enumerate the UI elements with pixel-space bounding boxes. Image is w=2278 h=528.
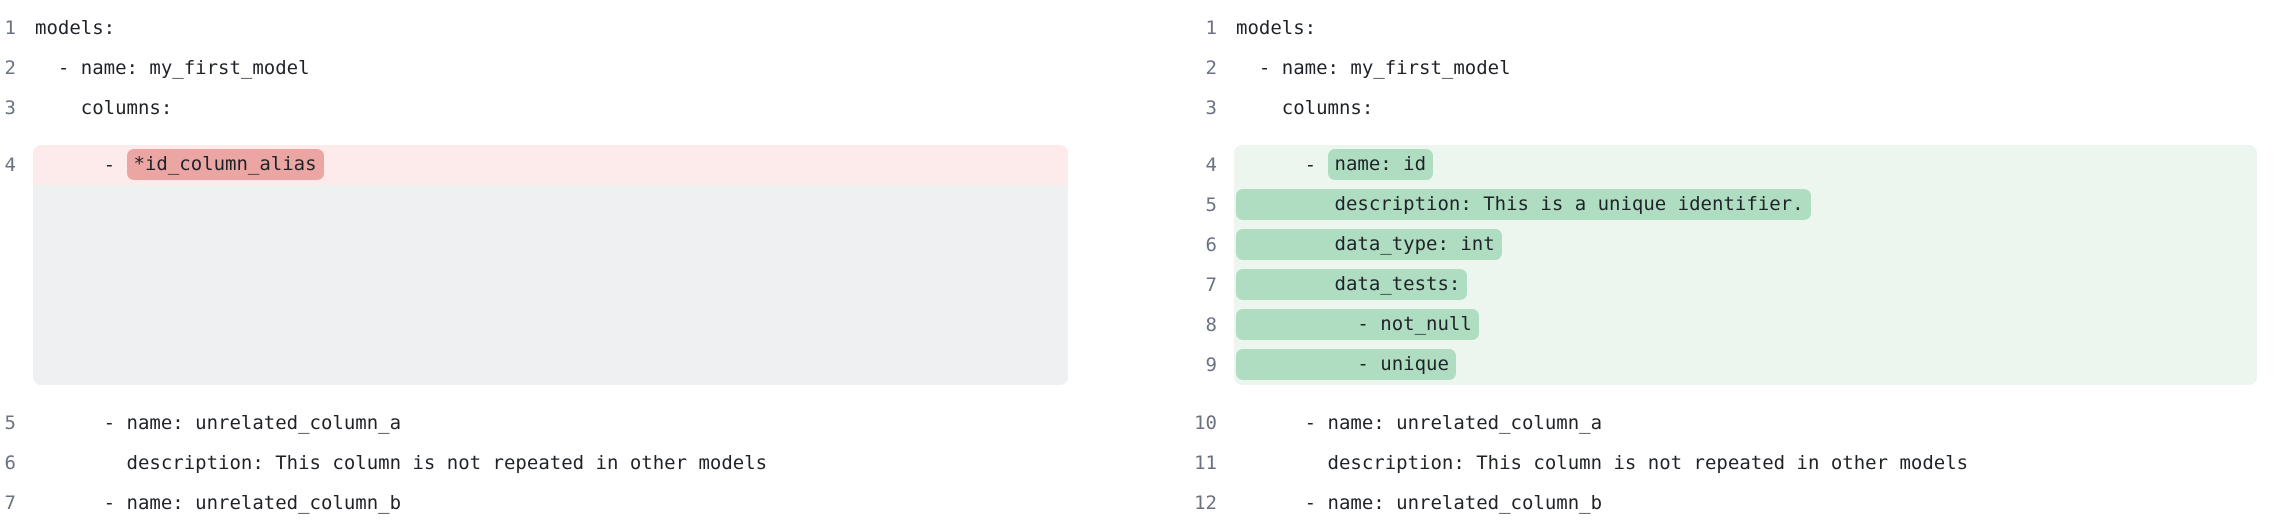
code-line: 4 - *id_column_alias bbox=[0, 145, 1139, 185]
code-line: 9 - unique bbox=[1139, 345, 2278, 385]
code-text: - *id_column_alias bbox=[33, 145, 1068, 185]
line-number: 12 bbox=[1194, 492, 1217, 514]
line-number: 11 bbox=[1194, 452, 1217, 474]
code-text: columns: bbox=[1236, 97, 1374, 119]
code-line: 3 columns: bbox=[1139, 88, 2278, 128]
line-number: 5 bbox=[1205, 194, 1217, 216]
code-line: 7 - name: unrelated_column_b bbox=[0, 483, 1139, 523]
line-number: 5 bbox=[4, 412, 16, 434]
line-number: 3 bbox=[1205, 97, 1217, 119]
code-line: 1 models: bbox=[0, 8, 1139, 48]
code-text: - name: unrelated_column_a bbox=[35, 412, 402, 434]
line-number: 6 bbox=[4, 452, 16, 474]
code-text: description: This column is not repeated… bbox=[35, 452, 768, 474]
line-number: 1 bbox=[1205, 17, 1217, 39]
line-number: 7 bbox=[1205, 274, 1217, 296]
line-number: 4 bbox=[1205, 154, 1217, 176]
line-number bbox=[0, 185, 16, 385]
code-text: - name: my_first_model bbox=[35, 57, 310, 79]
code-text: - name: unrelated_column_a bbox=[1236, 412, 1603, 434]
code-line: 11 description: This column is not repea… bbox=[1139, 443, 2278, 483]
code-text: models: bbox=[35, 17, 116, 39]
line-number: 8 bbox=[1205, 314, 1217, 336]
code-text: - unique bbox=[1234, 345, 2257, 385]
code-line: 5 - name: unrelated_column_a bbox=[0, 403, 1139, 443]
code-line: 6 data_type: int bbox=[1139, 225, 2278, 265]
added-highlight: - unique bbox=[1236, 348, 1456, 380]
added-highlight: - not_null bbox=[1236, 308, 1479, 340]
code-line: 2 - name: my_first_model bbox=[0, 48, 1139, 88]
line-number: 6 bbox=[1205, 234, 1217, 256]
code-text: - name: my_first_model bbox=[1236, 57, 1511, 79]
code-text: - name: id bbox=[1234, 145, 2257, 185]
added-highlight: data_type: int bbox=[1236, 228, 1502, 260]
line-number: 9 bbox=[1205, 354, 1217, 376]
code-text: description: This is a unique identifier… bbox=[1234, 185, 2257, 225]
added-highlight: data_tests: bbox=[1236, 268, 1468, 300]
code-line: 7 data_tests: bbox=[1139, 265, 2278, 305]
code-line: 10 - name: unrelated_column_a bbox=[1139, 403, 2278, 443]
code-text: data_type: int bbox=[1234, 225, 2257, 265]
code-text: models: bbox=[1236, 17, 1317, 39]
line-number: 4 bbox=[4, 154, 16, 176]
added-highlight: name: id bbox=[1327, 148, 1434, 180]
code-line: 1 models: bbox=[1139, 8, 2278, 48]
code-line: 2 - name: my_first_model bbox=[1139, 48, 2278, 88]
line-number: 3 bbox=[4, 97, 16, 119]
line-number: 1 bbox=[4, 17, 16, 39]
line-number: 2 bbox=[1205, 57, 1217, 79]
code-text: - name: unrelated_column_b bbox=[1236, 492, 1603, 514]
code-text: - not_null bbox=[1234, 305, 2257, 345]
line-number: 10 bbox=[1194, 412, 1217, 434]
code-line: 6 description: This column is not repeat… bbox=[0, 443, 1139, 483]
code-line: 12 - name: unrelated_column_b bbox=[1139, 483, 2278, 523]
code-line: 3 columns: bbox=[0, 88, 1139, 128]
code-text: description: This column is not repeated… bbox=[1236, 452, 1969, 474]
line-number: 2 bbox=[4, 57, 16, 79]
code-text: columns: bbox=[35, 97, 173, 119]
code-text: - name: unrelated_column_b bbox=[35, 492, 402, 514]
code-text: data_tests: bbox=[1234, 265, 2257, 305]
code-line: 5 description: This is a unique identifi… bbox=[1139, 185, 2278, 225]
code-line: 4 - name: id bbox=[1139, 145, 2278, 185]
placeholder-area bbox=[33, 185, 1068, 385]
diff-removed-block: 4 - *id_column_alias bbox=[0, 145, 1139, 385]
code-line: 8 - not_null bbox=[1139, 305, 2278, 345]
added-highlight: description: This is a unique identifier… bbox=[1236, 188, 1811, 220]
removed-highlight: *id_column_alias bbox=[126, 148, 324, 180]
line-number: 7 bbox=[4, 492, 16, 514]
collapsed-placeholder-row bbox=[0, 185, 1139, 385]
